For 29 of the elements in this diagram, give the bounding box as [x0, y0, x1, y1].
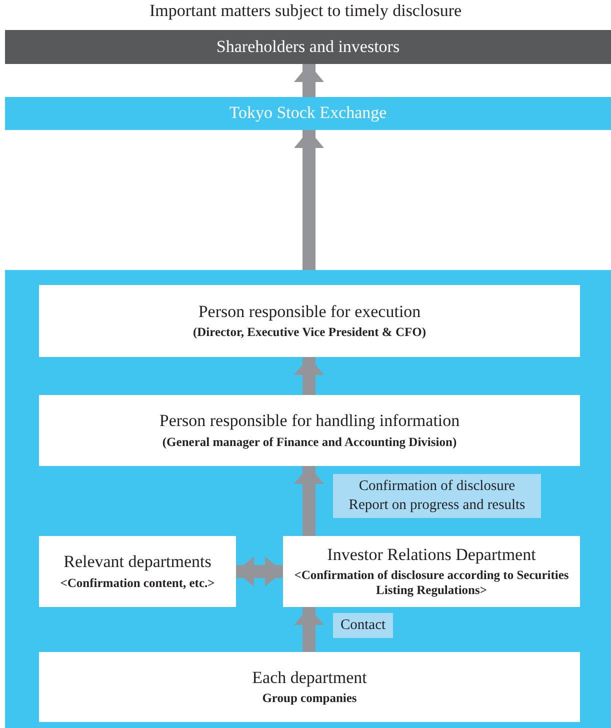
box-subtitle: (Director, Executive Vice President & CFO): [192, 325, 426, 340]
box-title: Each department: [252, 668, 367, 688]
box-title: Person responsible for execution: [198, 302, 421, 322]
box-title: Person responsible for handling information: [159, 411, 460, 432]
box-subtitle: <Confirmation content, etc.>: [60, 576, 215, 591]
diagram-title: Important matters subject to timely disclosure: [148, 0, 463, 22]
box-title: Tokyo Stock Exchange: [229, 103, 387, 124]
process-box: [283, 536, 580, 607]
company-panel: [5, 270, 611, 728]
process-box: [39, 652, 580, 722]
arrow: [294, 466, 324, 536]
arrow: [294, 64, 324, 97]
box-title: Relevant departments: [64, 552, 212, 573]
process-box: [39, 395, 580, 466]
box-title: Investor Relations Department: [327, 544, 536, 566]
arrow: [236, 556, 283, 586]
arrow: [294, 607, 324, 652]
process-box: [39, 536, 236, 607]
header-band: [5, 30, 611, 64]
box-subtitle: (General manager of Finance and Accounting Division): [162, 434, 457, 450]
box-title: Shareholders and investors: [216, 36, 400, 58]
box-subtitle: <Confirmation of disclosure according to Securities Listing Regulations>: [293, 568, 570, 598]
arrow: [294, 357, 324, 395]
exchange-band: [5, 97, 611, 130]
edge-label: Contact: [333, 613, 393, 638]
process-box: [39, 285, 580, 357]
box-subtitle: Group companies: [262, 691, 357, 706]
arrow: [294, 130, 324, 270]
edge-label: Confirmation of disclosure Report on progress and results: [333, 474, 541, 518]
